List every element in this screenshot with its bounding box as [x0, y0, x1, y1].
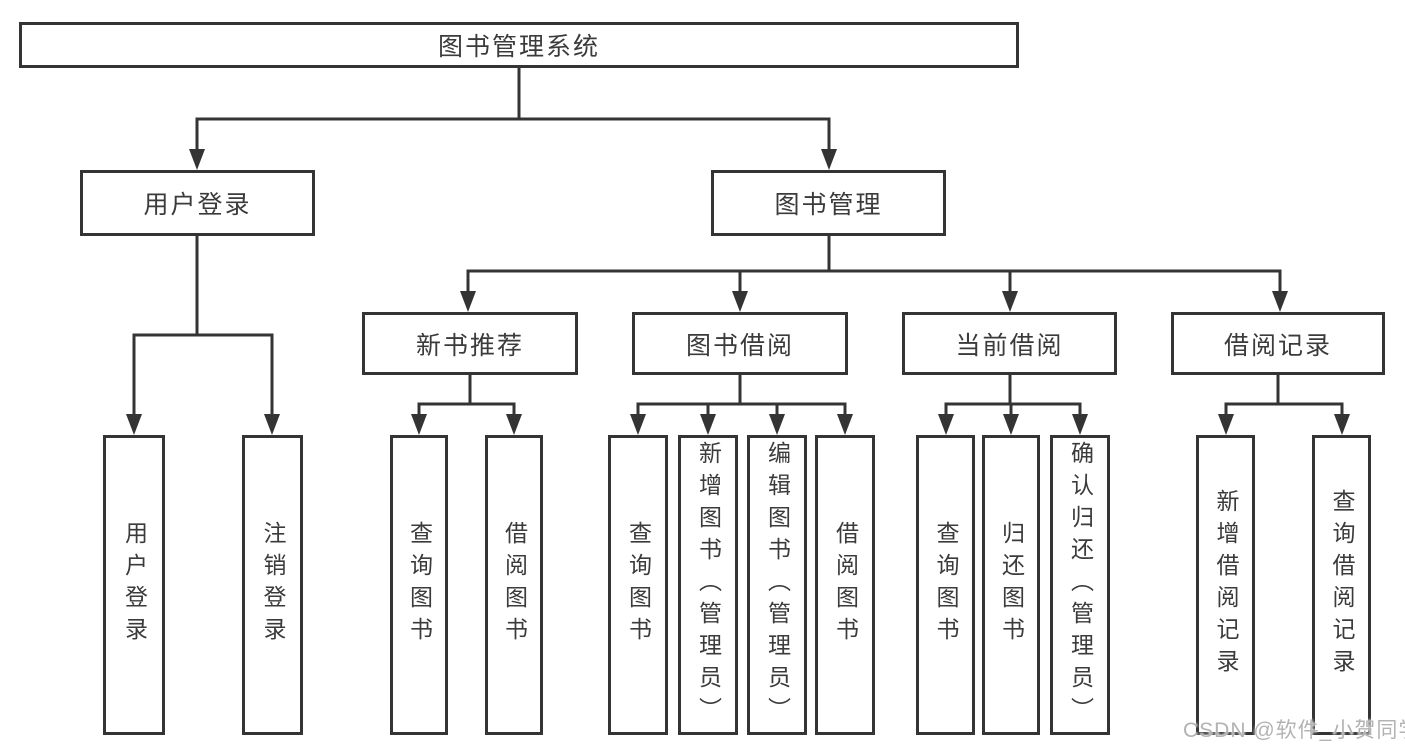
leaf-logout: 注销登录: [242, 435, 303, 735]
node-new-book-recommend-label: 新书推荐: [415, 331, 524, 360]
arrow-icon: [126, 414, 142, 435]
leaf-query-books-borrow-label: 查询图书: [625, 521, 652, 649]
leaf-query-borrow-record-label: 查询借阅记录: [1329, 489, 1355, 681]
arrow-icon: [700, 414, 716, 435]
arrow-icon: [1218, 414, 1234, 435]
arrow-icon: [1272, 291, 1288, 312]
leaf-query-books-borrow: 查询图书: [608, 435, 668, 735]
leaf-user-login-label: 用户登录: [121, 521, 148, 649]
arrow-icon: [1002, 291, 1018, 312]
node-user-login-label: 用户登录: [143, 191, 252, 219]
node-borrow-records-label: 借阅记录: [1223, 331, 1332, 360]
arrow-icon: [938, 414, 954, 435]
node-borrow-records: 借阅记录: [1171, 312, 1385, 375]
leaf-confirm-return-admin-label: 确认归还（管理员）: [1067, 441, 1094, 729]
node-book-borrow: 图书借阅: [632, 312, 848, 375]
leaf-query-books-recommend: 查询图书: [390, 435, 448, 735]
node-root: 图书管理系统: [19, 22, 1019, 68]
arrowheads: [126, 149, 1350, 435]
arrow-icon: [1334, 414, 1350, 435]
arrow-icon: [1003, 414, 1019, 435]
leaf-borrow-books-recommend-label: 借阅图书: [501, 521, 528, 649]
arrow-icon: [630, 414, 646, 435]
node-book-borrow-label: 图书借阅: [685, 331, 794, 360]
leaf-user-login: 用户登录: [103, 435, 165, 735]
node-book-management-label: 图书管理: [774, 191, 883, 219]
arrow-icon: [821, 149, 837, 170]
node-current-borrow-label: 当前借阅: [955, 331, 1064, 360]
arrow-icon: [732, 291, 748, 312]
leaf-query-borrow-record: 查询借阅记录: [1312, 435, 1371, 735]
leaf-add-book-admin-label: 新增图书（管理员）: [695, 441, 722, 729]
leaf-edit-book-admin: 编辑图书（管理员）: [747, 435, 807, 735]
watermark: CSDN @软件_小贺同学: [1183, 719, 1405, 742]
leaf-confirm-return-admin: 确认归还（管理员）: [1050, 435, 1110, 735]
node-current-borrow: 当前借阅: [902, 312, 1117, 375]
arrow-icon: [411, 414, 427, 435]
node-book-management: 图书管理: [711, 170, 946, 236]
node-new-book-recommend: 新书推荐: [362, 312, 578, 375]
arrow-icon: [837, 414, 853, 435]
leaf-add-book-admin: 新增图书（管理员）: [678, 435, 738, 735]
arrow-icon: [460, 291, 476, 312]
leaf-logout-label: 注销登录: [260, 521, 286, 649]
leaf-add-borrow-record-label: 新增借阅记录: [1213, 489, 1239, 681]
leaf-query-books-recommend-label: 查询图书: [406, 521, 433, 649]
arrow-icon: [769, 414, 785, 435]
node-user-login: 用户登录: [80, 170, 315, 236]
node-root-label: 图书管理系统: [437, 33, 600, 61]
leaf-query-books-current: 查询图书: [916, 435, 975, 735]
leaf-borrow-books: 借阅图书: [815, 435, 875, 735]
arrow-icon: [506, 414, 522, 435]
arrow-icon: [1072, 414, 1088, 435]
leaf-return-book-label: 归还图书: [998, 521, 1025, 649]
arrow-icon: [264, 414, 280, 435]
arrow-icon: [189, 149, 205, 170]
leaf-add-borrow-record: 新增借阅记录: [1196, 435, 1255, 735]
tree-edges: [132, 66, 1344, 420]
leaf-edit-book-admin-label: 编辑图书（管理员）: [764, 441, 791, 729]
leaf-borrow-books-recommend: 借阅图书: [485, 435, 543, 735]
leaf-query-books-current-label: 查询图书: [933, 521, 959, 649]
leaf-return-book: 归还图书: [982, 435, 1040, 735]
leaf-borrow-books-label: 借阅图书: [832, 521, 859, 649]
